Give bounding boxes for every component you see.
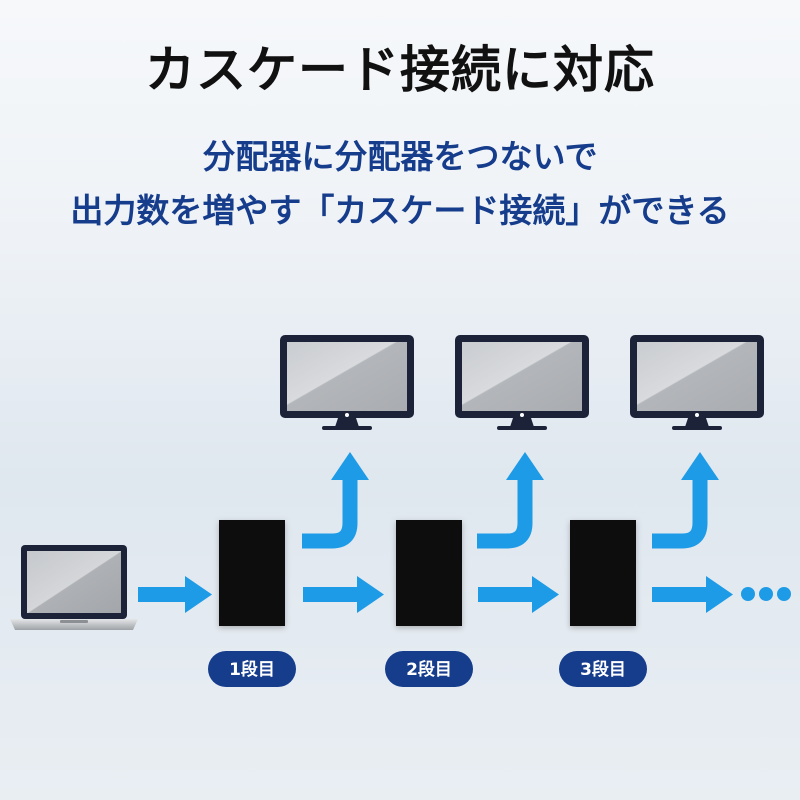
laptop-icon <box>10 545 138 630</box>
subtitle-line-2: 出力数を増やす「カスケード接続」ができる <box>70 191 730 230</box>
page-title: カスケード接続に対応 <box>145 41 655 99</box>
monitor-icon <box>280 335 414 430</box>
stage-label: 3段目 <box>580 659 626 680</box>
stage-label: 1段目 <box>229 659 275 680</box>
arrow-up-bent-icon <box>652 478 708 549</box>
splitter-box <box>219 520 285 626</box>
stage-badge: 3段目 <box>559 651 647 687</box>
arrow-up-bent-icon <box>477 478 533 549</box>
arrow-right-icon <box>652 576 733 613</box>
splitter-box <box>570 520 636 626</box>
subtitle-line-1: 分配器に分配器をつないで <box>202 137 598 176</box>
stage-badge: 2段目 <box>385 651 473 687</box>
arrow-right-icon <box>303 576 384 613</box>
monitor-icon <box>630 335 764 430</box>
stage-label: 2段目 <box>406 659 452 680</box>
arrow-right-icon <box>478 576 559 613</box>
ellipsis-icon <box>741 587 791 601</box>
splitter-box <box>396 520 462 626</box>
monitor-icon <box>455 335 589 430</box>
arrow-up-bent-icon <box>302 478 358 549</box>
arrow-right-icon <box>138 576 212 613</box>
stage-badge: 1段目 <box>208 651 296 687</box>
